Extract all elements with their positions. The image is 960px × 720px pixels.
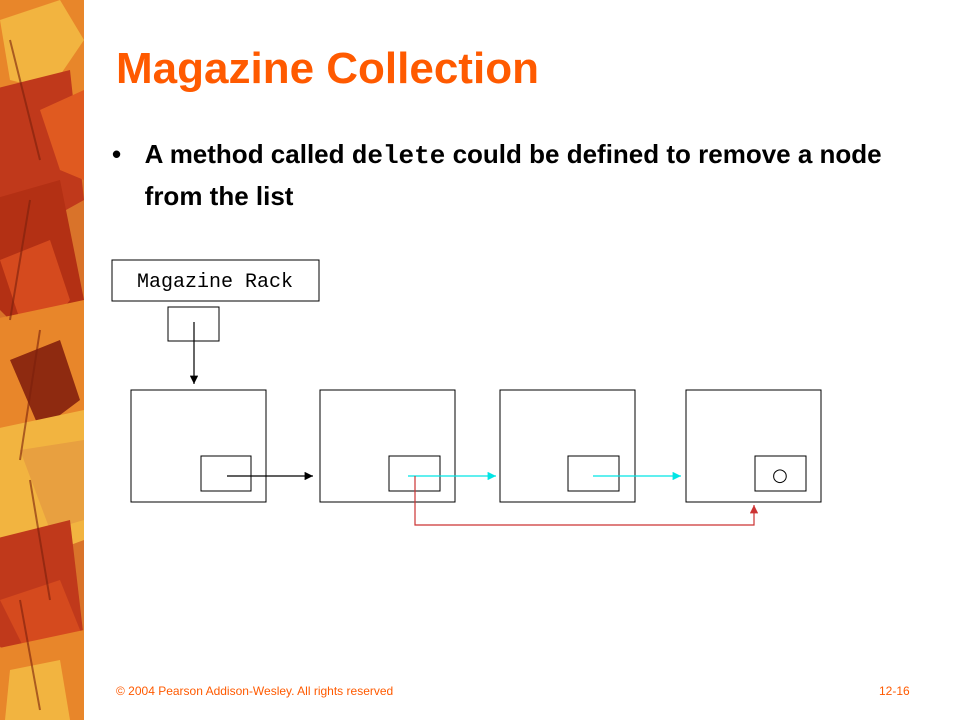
head-label: Magazine Rack <box>137 271 293 294</box>
bullet-text: A method called delete could be defined … <box>145 134 912 216</box>
bullet-item: • A method called delete could be define… <box>112 134 912 216</box>
footer-page-number: 12-16 <box>879 684 910 698</box>
head-label-box <box>111 259 320 302</box>
code-keyword-delete: delete <box>351 141 446 171</box>
slide-title: Magazine Collection <box>116 44 539 93</box>
autumn-leaves-border <box>0 0 84 720</box>
node-next-field <box>200 455 252 492</box>
node-next-field <box>754 455 807 492</box>
node-next-field <box>567 455 620 492</box>
bullet-marker: • <box>112 139 122 169</box>
footer-copyright: © 2004 Pearson Addison-Wesley. All right… <box>116 684 394 698</box>
bypass-link-arrow <box>414 476 759 526</box>
null-reference-symbol: ○ <box>772 465 788 486</box>
bullet-text-after: could be defined to remove a node from t… <box>144 139 882 211</box>
bullet-text-before: A method called <box>144 139 352 169</box>
